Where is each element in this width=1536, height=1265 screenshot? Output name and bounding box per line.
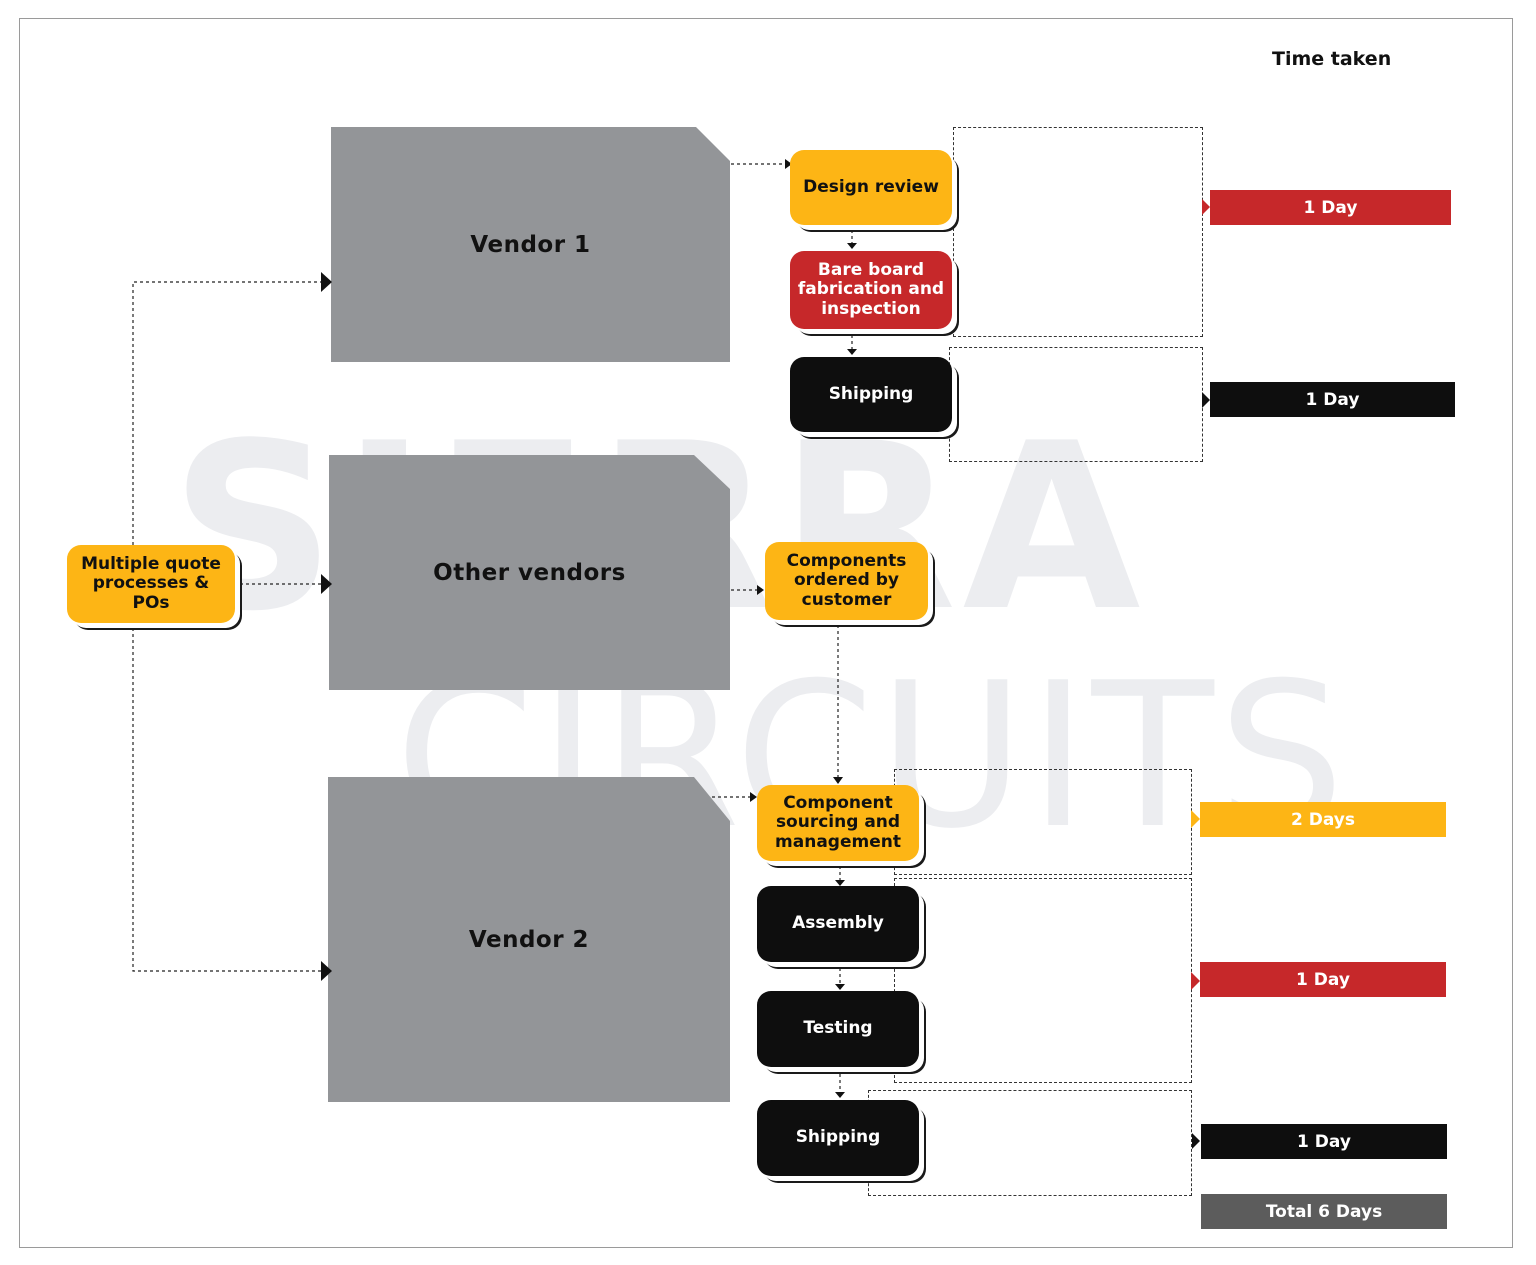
component-sourcing-label: Component sourcing and management xyxy=(775,792,901,852)
bracket-v1-fabrication xyxy=(953,127,1203,337)
duration-v2-assembly-testing-label: 1 Day xyxy=(1296,969,1350,990)
duration-v2-sourcing-label: 2 Days xyxy=(1290,809,1355,830)
time-taken-heading: Time taken xyxy=(1272,48,1392,70)
design-review-step: Design review xyxy=(790,150,952,225)
other-vendors-label: Other vendors xyxy=(433,559,626,586)
duration-v1-shipping: 1 Day xyxy=(1210,382,1455,417)
testing-label: Testing xyxy=(803,1018,873,1039)
components-ordered-step: Components ordered by customer xyxy=(765,542,928,620)
diagram-frame xyxy=(19,18,1513,1248)
testing-step: Testing xyxy=(757,991,919,1067)
multiple-quote-label: Multiple quote processes & POs xyxy=(81,553,221,613)
duration-v2-sourcing: 2 Days xyxy=(1200,802,1446,837)
vendor1-label: Vendor 1 xyxy=(470,231,591,258)
shipping-v1-step: Shipping xyxy=(790,357,952,432)
duration-v2-shipping: 1 Day xyxy=(1201,1124,1447,1159)
bare-board-label: Bare board fabrication and inspection xyxy=(797,259,945,319)
total-duration-label: Total 6 Days xyxy=(1265,1201,1383,1222)
design-review-label: Design review xyxy=(803,176,939,197)
total-duration: Total 6 Days xyxy=(1201,1194,1447,1229)
bare-board-step: Bare board fabrication and inspection xyxy=(790,251,952,329)
assembly-step: Assembly xyxy=(757,886,919,962)
assembly-label: Assembly xyxy=(792,913,884,934)
duration-v1-shipping-label: 1 Day xyxy=(1305,389,1360,410)
duration-v2-shipping-label: 1 Day xyxy=(1297,1131,1351,1152)
multiple-quote-node: Multiple quote processes & POs xyxy=(67,545,235,623)
vendor2-block: Vendor 2 xyxy=(328,777,730,1102)
duration-v1-fabrication-label: 1 Day xyxy=(1303,197,1358,218)
duration-v2-assembly-testing: 1 Day xyxy=(1200,962,1446,997)
vendor1-block: Vendor 1 xyxy=(331,127,730,362)
vendor2-label: Vendor 2 xyxy=(468,926,590,953)
shipping-v2-label: Shipping xyxy=(795,1127,881,1148)
other-vendors-block: Other vendors xyxy=(329,455,730,690)
shipping-v1-label: Shipping xyxy=(828,383,914,404)
shipping-v2-step: Shipping xyxy=(757,1100,919,1176)
component-sourcing-step: Component sourcing and management xyxy=(757,785,919,861)
components-ordered-label: Components ordered by customer xyxy=(786,550,907,610)
duration-v1-fabrication: 1 Day xyxy=(1210,190,1451,225)
